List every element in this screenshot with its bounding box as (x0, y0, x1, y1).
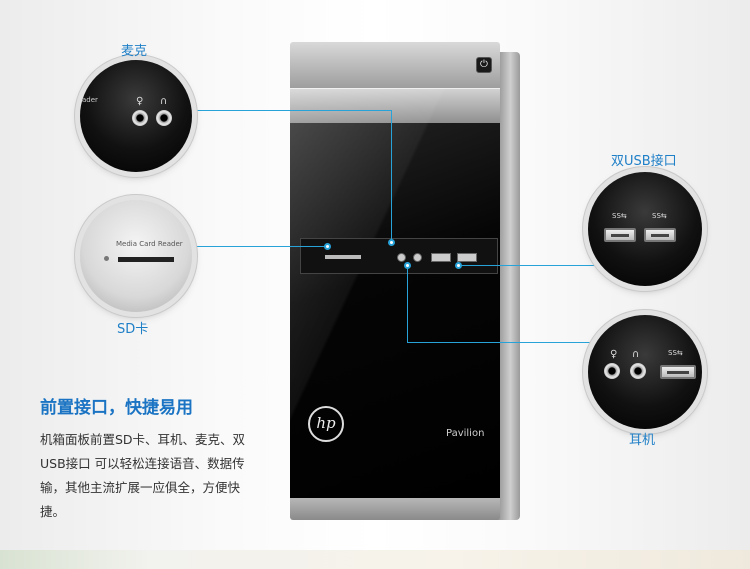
usb-port (660, 365, 696, 379)
headphone-icon: ∩ (632, 349, 640, 360)
front-io-panel (300, 238, 498, 274)
hp-logo: hp (308, 406, 344, 442)
usb-port (457, 253, 477, 262)
connector-line (407, 342, 595, 343)
headphone-jack-zoom: ♀ ∩ SS⇆ (588, 315, 702, 429)
bottom-strip (0, 550, 750, 569)
tower-side-panel (496, 52, 520, 520)
connector-dot (455, 262, 462, 269)
mic-icon: ♀ (610, 349, 618, 360)
mic-jack (604, 363, 620, 379)
headphone-jack (413, 253, 422, 262)
tower-base (290, 498, 500, 520)
connector-dot (404, 262, 411, 269)
connector-line (407, 265, 408, 342)
sd-slot-zoom: Media Card Reader (80, 200, 192, 312)
model-name: Pavilion (446, 428, 485, 439)
connector-line (192, 110, 392, 111)
feature-description: 机箱面板前置SD卡、耳机、麦克、双USB接口 可以轻松连接语音、数据传输，其他主… (40, 432, 246, 519)
connector-dot (324, 243, 331, 250)
mic-label: 麦克 (121, 44, 148, 59)
usb-port (431, 253, 451, 262)
headphone-jack (156, 110, 172, 126)
tower-top-cap (290, 42, 500, 88)
usb-icon: SS⇆ (612, 212, 627, 220)
headphone-icon: ∩ (160, 96, 168, 107)
usb-icon: SS⇆ (668, 349, 683, 357)
feature-title: 前置接口，快捷易用 (40, 398, 193, 418)
mic-jack (132, 110, 148, 126)
connector-line (391, 110, 392, 242)
usb-icon: SS⇆ (652, 212, 667, 220)
usb-ports-zoom: SS⇆ SS⇆ (588, 172, 702, 286)
card-reader-label: Media Card Reader (116, 240, 183, 248)
usb-port (644, 228, 676, 242)
mic-jack (397, 253, 406, 262)
mic-jack-zoom: ader ♀ ∩ (80, 60, 192, 172)
headphone-jack (630, 363, 646, 379)
mic-icon: ♀ (136, 96, 144, 107)
indicator-dot (104, 256, 109, 261)
connector-dot (388, 239, 395, 246)
sd-label: SD卡 (117, 322, 149, 337)
connector-line (192, 246, 328, 247)
power-icon: ⏻ (476, 57, 492, 73)
pc-tower: ⏻ hp Pavilion (290, 42, 500, 520)
sd-slot (118, 257, 174, 262)
sd-slot (325, 255, 361, 259)
usb-label: 双USB接口 (611, 154, 677, 169)
drive-bay (290, 88, 500, 123)
headphone-label: 耳机 (629, 433, 656, 448)
usb-port (604, 228, 636, 242)
connector-line (458, 265, 598, 266)
